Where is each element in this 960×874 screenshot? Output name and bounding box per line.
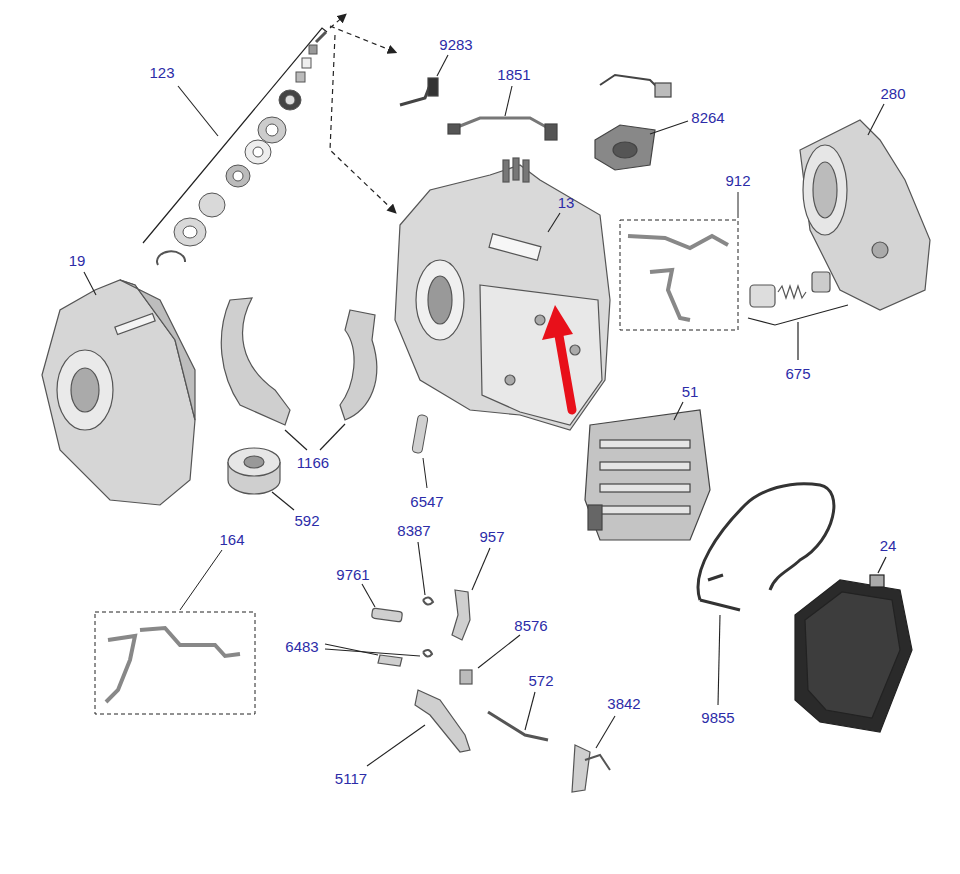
callout-number: 9761 [336,567,369,582]
callout-number: 3842 [607,696,640,711]
callout-number: 572 [528,673,553,688]
callout-number: 13 [558,195,575,210]
callout-number: 280 [880,86,905,101]
callout-number: 1166 [297,455,329,470]
callout-number: 1851 [497,67,530,82]
callout-number: 592 [294,513,319,528]
callout-number: 957 [479,529,504,544]
callout-number: 8576 [514,618,547,633]
callout-number: 164 [219,532,244,547]
callout-number: 123 [149,65,174,80]
callout-number: 24 [880,538,897,553]
callout-number: 5117 [335,771,367,786]
callout-number: 8387 [397,523,430,538]
callout-number: 6483 [285,639,318,654]
callout-number: 675 [785,366,810,381]
callout-number: 9283 [439,37,472,52]
callout-number: 19 [69,253,86,268]
callout-number: 6547 [410,494,443,509]
callout-number: 912 [725,173,750,188]
callout-number: 51 [682,384,699,399]
callout-number: 9855 [701,710,734,725]
callout-number: 8264 [691,110,724,125]
